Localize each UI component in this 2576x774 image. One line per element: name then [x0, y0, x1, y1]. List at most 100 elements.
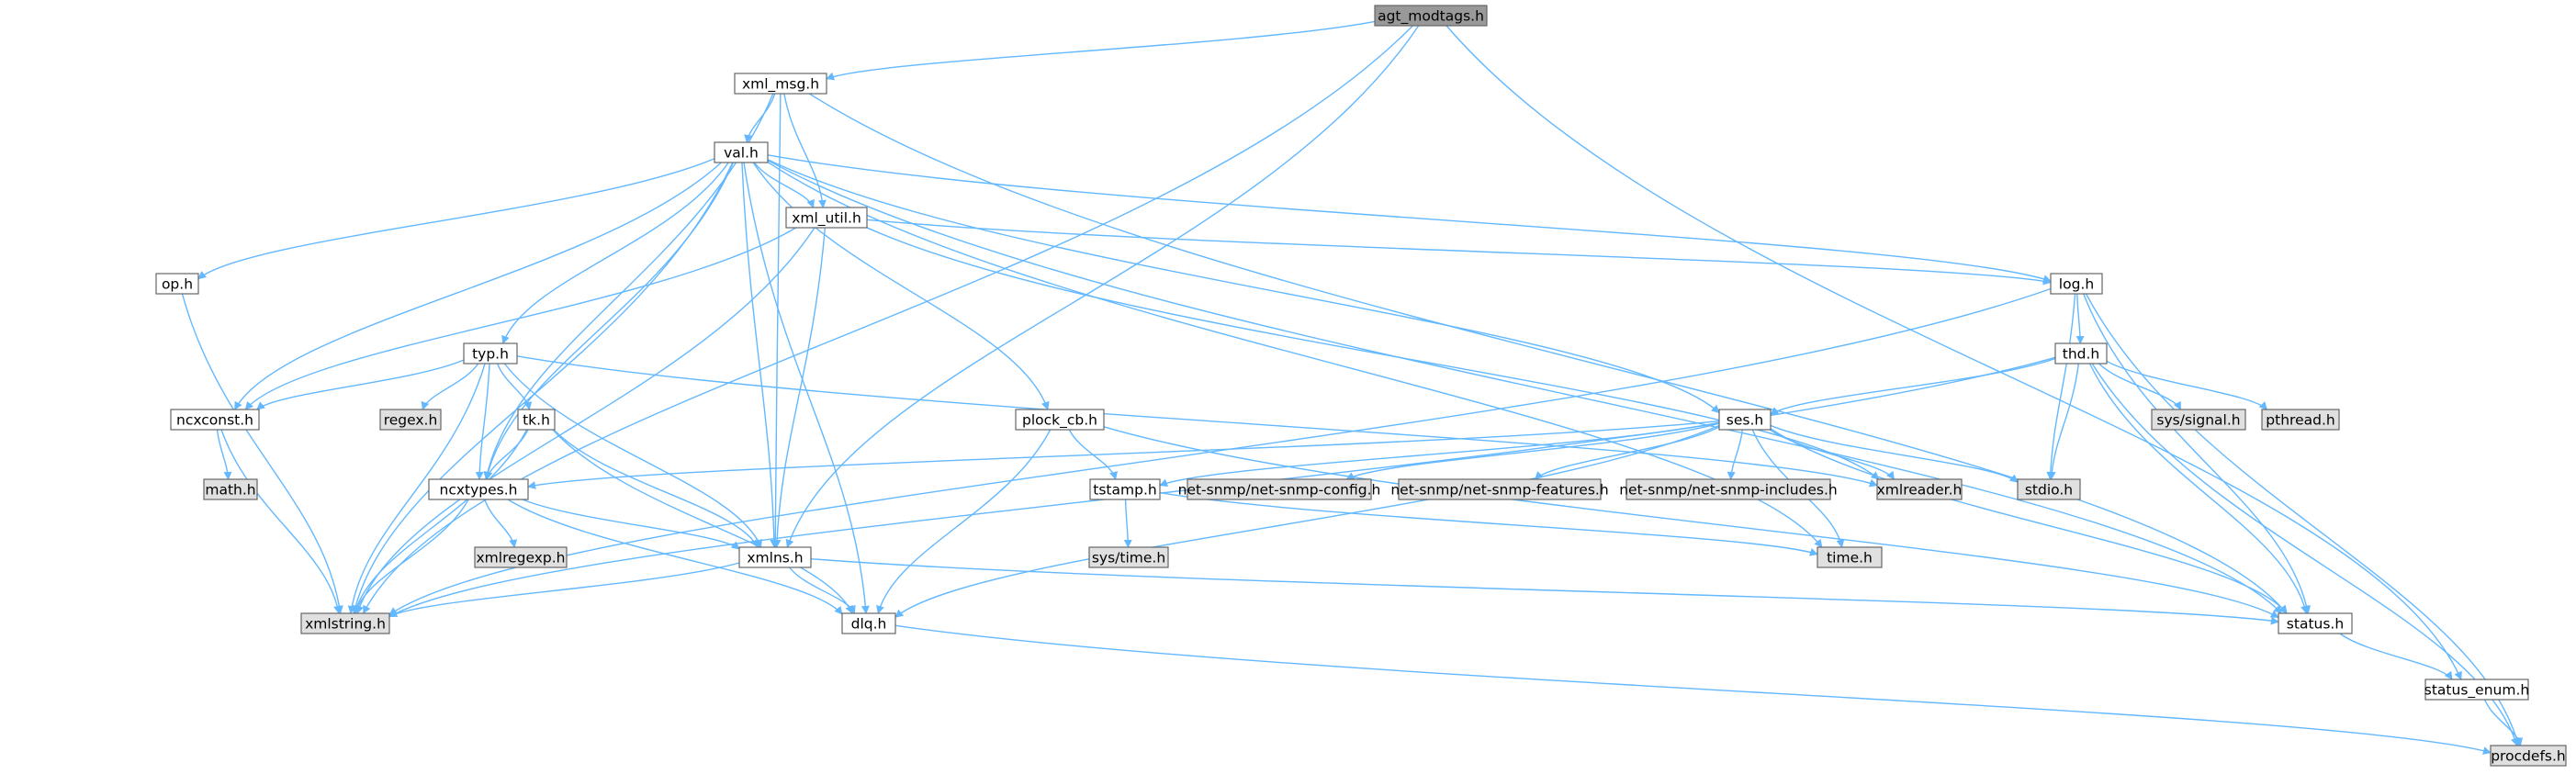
node-box: [1625, 478, 1831, 500]
node-label: ncxconst.h: [176, 412, 253, 429]
node-box: [734, 73, 827, 95]
edge-typ-to-tk: [496, 363, 533, 410]
node-label: plock_cb.h: [1022, 412, 1097, 430]
node-label: status.h: [2287, 616, 2344, 633]
node-label: procdefs.h: [2491, 748, 2566, 765]
node-ncxconst[interactable]: ncxconst.h: [170, 409, 260, 431]
edge-val-to-xmlns: [741, 162, 779, 548]
node-box: [379, 409, 442, 431]
node-xmlns[interactable]: xmlns.h: [738, 546, 812, 568]
edge-tstamp-to-time: [1159, 491, 1818, 556]
node-regex: regex.h: [379, 409, 442, 431]
node-val[interactable]: val.h: [714, 141, 769, 163]
edge-val-to-status: [767, 160, 2282, 614]
node-label: sys/signal.h: [2156, 412, 2240, 429]
node-stdio: stdio.h: [2017, 478, 2081, 500]
node-label: xmlreader.h: [1877, 482, 1963, 499]
node-box: [474, 546, 568, 568]
node-agt-modtags[interactable]: agt_modtags.h: [1374, 5, 1488, 27]
node-status[interactable]: status.h: [2278, 612, 2353, 634]
edge-thd-to-ses: [1770, 357, 2056, 416]
node-label: tk.h: [523, 412, 550, 429]
node-box: [517, 409, 556, 431]
node-dlq[interactable]: dlq.h: [841, 612, 896, 634]
edge-log-to-procdefs: [2085, 293, 2521, 746]
node-label: sys/time.h: [1092, 550, 1165, 566]
node-netsnmp-features: net-snmp/net-snmp-features.h: [1390, 478, 1609, 500]
edge-val-to-xmlstring: [351, 162, 734, 614]
node-plock-cb[interactable]: plock_cb.h: [1015, 409, 1105, 431]
edge-ses-to-dlq: [894, 424, 1720, 618]
edge-status_enum-to-procdefs: [2483, 699, 2524, 746]
node-label: tstamp.h: [1093, 482, 1156, 499]
node-label: status_enum.h: [2424, 682, 2529, 700]
node-box: [1374, 5, 1488, 27]
edge-typ-to-xmlns: [503, 363, 762, 548]
node-box: [1088, 546, 1169, 568]
edge-tk-to-dlq: [552, 429, 853, 614]
node-ses[interactable]: ses.h: [1718, 409, 1772, 431]
edge-val-to-ses: [767, 159, 1720, 414]
node-box: [203, 478, 258, 500]
edge-xml_msg-to-val: [744, 93, 776, 143]
edge-dlq-to-procdefs: [894, 624, 2492, 755]
edge-ses-to-xmlreader: [1770, 429, 1895, 480]
node-syssignal: sys/signal.h: [2151, 409, 2246, 431]
node-xml-msg[interactable]: xml_msg.h: [734, 73, 827, 95]
edge-plock_cb-to-dlq: [876, 429, 1052, 614]
edge-ncxtypes-to-xmlns: [522, 499, 740, 550]
edge-ses-to-tstamp: [1159, 421, 1720, 487]
node-xml-util[interactable]: xml_util.h: [785, 207, 868, 229]
edge-ses-to-ncxtypes: [527, 420, 1720, 489]
edge-xml_util-to-xmlreader: [866, 227, 1880, 480]
node-box: [463, 342, 518, 365]
edge-val-to-typ: [501, 162, 729, 344]
node-typ[interactable]: typ.h: [463, 342, 518, 365]
node-label: agt_modtags.h: [1378, 8, 1484, 26]
node-box: [2017, 478, 2081, 500]
node-label: pthread.h: [2266, 412, 2334, 429]
edges-layer: [181, 20, 2524, 755]
edge-thd-to-status: [2088, 363, 2309, 614]
node-op[interactable]: op.h: [155, 273, 199, 295]
edge-ses-to-netsnmp_features: [1535, 426, 1720, 480]
edge-ncxtypes-to-xmlregexp: [484, 499, 518, 548]
node-box: [428, 478, 529, 500]
node-label: val.h: [724, 145, 759, 162]
node-tstamp[interactable]: tstamp.h: [1089, 478, 1161, 500]
edge-typ-to-regex: [421, 363, 479, 410]
node-log[interactable]: log.h: [2050, 273, 2103, 295]
node-box: [1817, 546, 1883, 568]
edge-xml_msg-to-xml_util: [783, 93, 827, 208]
node-box: [2151, 409, 2246, 431]
node-box: [2054, 342, 2108, 365]
edge-plock_cb-to-status: [1103, 426, 2279, 619]
edge-thd-to-syssignal: [2098, 363, 2182, 410]
node-ncxtypes[interactable]: ncxtypes.h: [428, 478, 529, 500]
node-thd[interactable]: thd.h: [2054, 342, 2108, 365]
node-box: [2424, 679, 2529, 701]
edge-xml_util-to-log: [866, 219, 2052, 286]
node-box: [841, 612, 896, 634]
edge-ncxconst-to-math: [216, 429, 232, 480]
node-box: [170, 409, 260, 431]
node-label: math.h: [205, 482, 255, 499]
edge-val-to-op: [197, 158, 715, 280]
node-math: math.h: [203, 478, 258, 500]
node-time: time.h: [1817, 546, 1883, 568]
nodes-layer: agt_modtags.h xml_msg.h val.h xml_util.h op.…: [155, 5, 2567, 767]
node-label: thd.h: [2063, 346, 2100, 363]
node-systime: sys/time.h: [1088, 546, 1169, 568]
edge-xml_util-to-ncxconst: [244, 227, 797, 410]
node-label: regex.h: [384, 412, 438, 429]
node-tk[interactable]: tk.h: [517, 409, 556, 431]
node-procdefs: procdefs.h: [2490, 745, 2567, 767]
node-label: xmlns.h: [747, 550, 803, 566]
node-netsnmp-includes: net-snmp/net-snmp-includes.h: [1619, 478, 1838, 500]
edge-typ-to-ncxconst: [256, 359, 465, 410]
node-label: op.h: [162, 276, 193, 293]
node-label: ses.h: [1727, 412, 1763, 429]
node-status-enum[interactable]: status_enum.h: [2424, 679, 2529, 701]
node-label: xml_util.h: [792, 210, 861, 228]
